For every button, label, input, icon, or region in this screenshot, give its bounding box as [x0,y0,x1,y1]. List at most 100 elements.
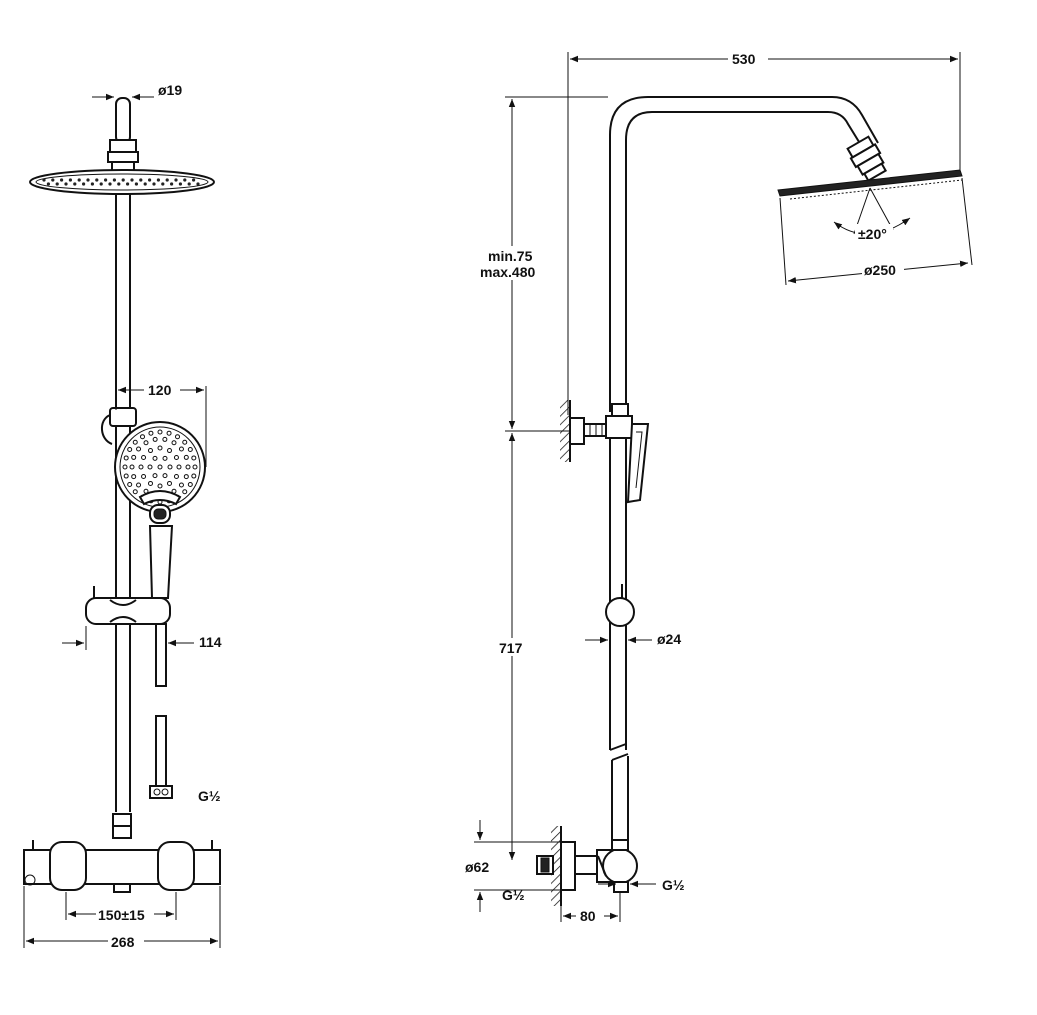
hand-shower-side [626,423,650,504]
nozzle [143,182,147,186]
nozzle [129,464,135,470]
slider-bracket-side [605,584,635,627]
dimension-total-width: 268 [23,886,221,950]
nozzle [131,454,137,460]
nozzle [99,182,103,186]
nozzle [122,464,128,470]
nozzle [162,455,168,461]
nozzle [196,182,200,186]
nozzle [162,436,168,442]
nozzle [183,178,187,182]
label-slider-depth: 114 [199,634,222,650]
label-projection: 530 [732,51,756,67]
nozzle [176,464,182,470]
label-connection-spacing: 150±15 [98,907,145,923]
nozzle [132,489,138,495]
nozzle [148,480,153,486]
nozzle [166,430,172,436]
shower-hose-front [149,623,173,799]
nozzle [143,440,149,446]
dimension-hand-shower-width: 120 [115,380,207,467]
nozzle [127,447,133,452]
nozzle [187,447,193,452]
label-arm-min: min.75 [488,248,533,264]
nozzle [161,182,165,186]
nozzle [152,455,158,461]
nozzle [152,436,158,442]
nozzle [51,178,55,182]
dimension-connection-spacing: 150±15 [65,892,177,923]
label-hand-shower-width: 120 [148,382,172,398]
nozzle [165,178,169,182]
nozzle [46,182,51,186]
nozzle [123,455,129,461]
nozzle [121,178,125,182]
dimension-wall-offset: 80 [560,892,621,924]
nozzle [140,434,145,440]
nozzle [157,429,163,435]
nozzle [178,446,184,452]
nozzle [136,482,142,488]
nozzle [148,430,154,436]
label-inlet-thread: G½ [502,887,525,903]
nozzle [55,182,59,186]
nozzle [147,464,153,470]
dimension-tilt: ±20° [833,187,911,242]
slider-bracket-front [85,586,171,625]
nozzle [95,178,99,182]
nozzle [192,178,196,182]
nozzle [182,439,188,445]
nozzle [174,178,178,182]
nozzle [156,178,160,182]
nozzle [148,178,152,182]
label-arm-max: max.480 [480,264,535,280]
thermostatic-mixer-front [23,840,221,893]
nozzle [167,448,172,454]
wall-bracket-upper [560,400,633,462]
nozzle [148,448,153,454]
dimension-slider-depth: 114 [62,626,222,650]
mixer-side [536,826,638,906]
rail-connector-front [112,813,132,839]
nozzle [141,474,147,479]
nozzle [167,464,173,470]
nozzle [182,489,188,495]
nozzle [68,178,72,182]
nozzle [127,482,133,487]
nozzle [173,474,179,479]
label-wall-offset: 80 [580,908,596,924]
nozzle [77,178,81,182]
nozzle [42,178,46,182]
riser-rail-side [609,438,629,840]
overhead-shower-head-front [29,169,215,195]
dimension-head-diameter: ø250 [779,177,973,286]
hand-shower-front [114,421,206,599]
nozzle [134,182,138,186]
dimension-riser-height: 717 [496,433,530,860]
nozzle [104,178,108,182]
dimension-pipe-diameter: ø19 [92,82,182,101]
nozzle [130,178,134,182]
hand-shower-holder-top [101,407,137,445]
nozzle [90,182,94,186]
nozzle [112,178,116,182]
nozzle [152,182,156,186]
overhead-arm-front [107,97,139,172]
nozzle [187,182,191,186]
label-rosette-diameter: ø62 [465,859,489,875]
riser-rail-front [115,194,131,812]
shower-head-nozzles [42,178,200,186]
nozzle [73,182,77,186]
label-riser-height: 717 [499,640,523,656]
dimension-riser-diameter: ø24 [585,631,681,647]
front-view: ø19 120 114 G½ 150±15 [23,82,222,950]
nozzle [191,455,197,461]
nozzle [126,182,130,186]
side-view: 530 ±20° [465,49,973,924]
nozzle [123,473,129,479]
nozzle [173,455,179,460]
nozzle [60,178,64,182]
nozzle [178,182,182,186]
nozzle [162,473,168,479]
